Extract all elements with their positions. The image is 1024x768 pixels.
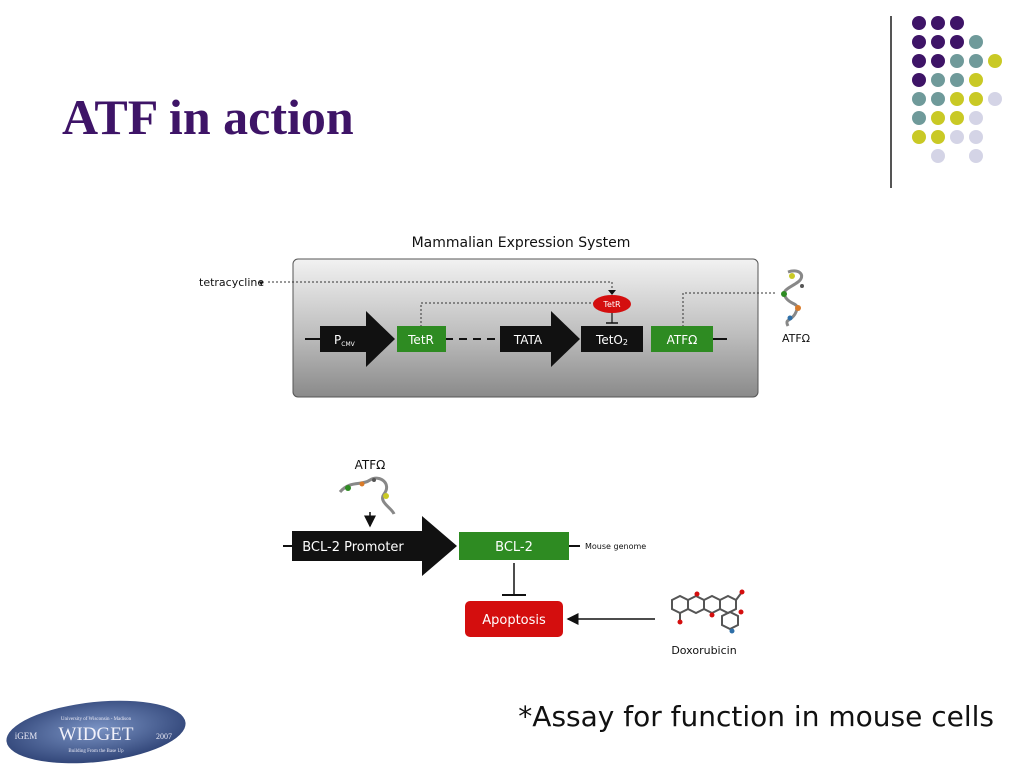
diagram: Mammalian Expression System tetracycline…: [199, 235, 810, 657]
bcl2-promoter-label: BCL-2 Promoter: [302, 540, 404, 555]
teto2-label: TetO2: [595, 333, 628, 347]
atf-gene-label: ATFΩ: [667, 333, 698, 347]
decorative-dot: [988, 54, 1002, 68]
tetr-expression-dotted-line: [420, 302, 595, 327]
atf-protein-label: ATFΩ: [782, 332, 810, 345]
decorative-dot: [969, 149, 983, 163]
mouse-genome-label: Mouse genome: [585, 542, 646, 551]
decorative-dot: [950, 92, 964, 106]
tetracycline-dotted-line: [268, 281, 613, 292]
decorative-dot: [912, 73, 926, 87]
tetr-gene-label: TetR: [407, 333, 434, 347]
tata-label: TATA: [513, 333, 543, 347]
bcl2-gene-box: [459, 532, 569, 560]
logo-widget-text: WIDGET: [59, 724, 134, 745]
divider-line: [890, 16, 892, 188]
decorative-dot: [969, 54, 983, 68]
tetr-gene-box: [397, 326, 446, 352]
decorative-dot: [931, 92, 945, 106]
tetracycline-marker-icon: ▾: [259, 279, 264, 289]
logo-tagline-text: Building From the Base Up: [68, 749, 124, 754]
expression-system-title: Mammalian Expression System: [412, 235, 631, 251]
tetr-repressor-label: TetR: [602, 300, 621, 309]
bcl2-gene-label: BCL-2: [495, 540, 533, 555]
atf-expression-dotted-line: [682, 292, 775, 327]
logo-year-text: 2007: [156, 732, 172, 741]
tata-promoter-arrow: [500, 311, 580, 367]
decorative-dot: [969, 73, 983, 87]
assay-footnote: *Assay for function in mouse cells: [518, 700, 994, 733]
doxorubicin-molecule-icon: [671, 589, 745, 634]
atf-gene-box: [651, 326, 713, 352]
decorative-dot: [931, 35, 945, 49]
atf-protein-structure-icon: [781, 269, 804, 327]
logo-igem-text: iGEM: [15, 731, 38, 741]
decorative-dot-grid: [912, 16, 1002, 163]
decorative-dot: [931, 149, 945, 163]
tetracycline-label: tetracycline: [199, 276, 264, 289]
doxorubicin-label: Doxorubicin: [671, 644, 736, 657]
decorative-dot: [912, 92, 926, 106]
pcmv-label: PCMV: [334, 333, 356, 348]
slide-title: ATF in action: [62, 89, 354, 145]
decorative-dot: [969, 111, 983, 125]
decorative-dot: [931, 130, 945, 144]
decorative-dot: [912, 35, 926, 49]
decorative-dot: [912, 130, 926, 144]
pcmv-promoter-arrow: [320, 311, 395, 367]
decorative-dot: [931, 73, 945, 87]
decorative-dot: [912, 111, 926, 125]
decorative-dot: [950, 54, 964, 68]
tetr-repressor-ellipse: [593, 295, 631, 313]
decorative-dot: [950, 16, 964, 30]
igem-widget-logo: University of Wisconsin - Madison iGEM W…: [6, 700, 186, 764]
tetracycline-arrow-icon: [608, 290, 616, 295]
decorative-dot: [950, 73, 964, 87]
decorative-dot: [988, 92, 1002, 106]
decorative-dot: [931, 111, 945, 125]
logo-university-text: University of Wisconsin - Madison: [61, 717, 132, 722]
teto2-operator-box: [581, 326, 643, 352]
decorative-dot: [912, 16, 926, 30]
decorative-dot: [950, 35, 964, 49]
decorative-dot: [969, 92, 983, 106]
decorative-dot: [969, 130, 983, 144]
atf-protein-structure-bottom-icon: [338, 476, 396, 515]
decorative-dot: [912, 54, 926, 68]
apoptosis-box: [465, 601, 563, 637]
decorative-dot: [969, 35, 983, 49]
atf-protein-label-bottom: ATFΩ: [355, 458, 386, 472]
decorative-dot: [950, 111, 964, 125]
decorative-dot: [931, 54, 945, 68]
decorative-dot: [950, 130, 964, 144]
decorative-dot: [931, 16, 945, 30]
bcl2-promoter-arrow: [292, 516, 457, 576]
apoptosis-label: Apoptosis: [482, 613, 546, 628]
